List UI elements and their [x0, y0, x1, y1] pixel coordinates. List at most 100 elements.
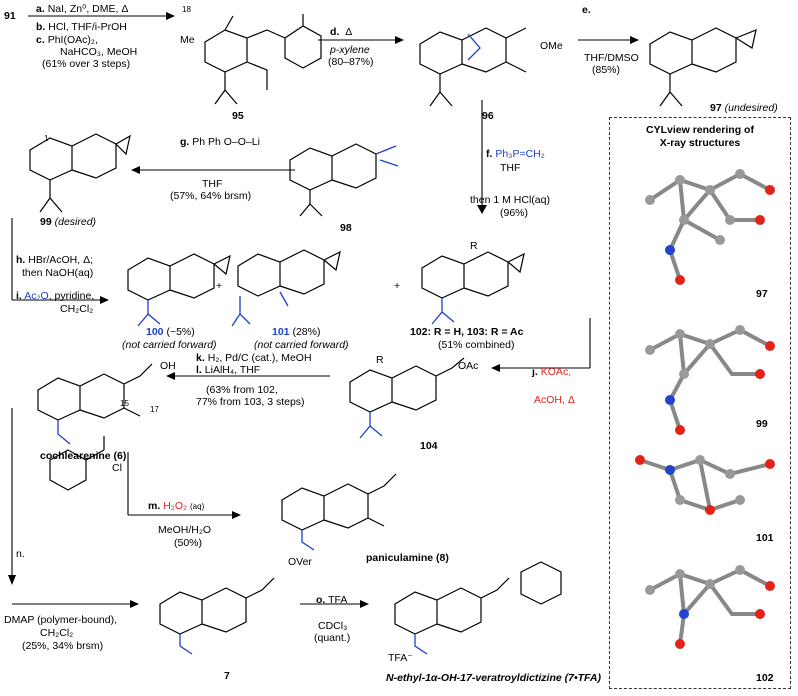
compound-100: 100 (~5%) [146, 326, 195, 338]
arrowhead-g [131, 166, 140, 174]
label-1-99: 1 [44, 134, 49, 143]
arrowhead-a [166, 12, 175, 20]
arrowhead-h [100, 296, 109, 304]
step-l-yield: (63% from 102, [206, 384, 278, 396]
structure-104 [349, 357, 465, 439]
compound-7tfa: N-ethyl-1α-OH-17-veratroyldictizine (7•T… [386, 672, 601, 684]
structure-102 [421, 251, 525, 325]
arrowhead-j [491, 364, 500, 372]
xray-title-2: X-ray structures [659, 137, 741, 149]
structure-cochlearenine [37, 363, 153, 445]
step-f-acid: then 1 M HCl(aq) [470, 194, 550, 206]
label-me-95: Me [180, 34, 195, 46]
arrowhead-n [130, 600, 139, 608]
step-f-yield: (96%) [500, 207, 529, 219]
compound-101: 101 (28%) [272, 326, 321, 338]
label-15: 15 [120, 399, 129, 408]
xray-99 [645, 325, 775, 435]
structure-paniculamine [281, 473, 397, 551]
arrowhead-kl [166, 372, 175, 380]
plus-2: + [394, 280, 401, 292]
compound-102-103: 102: R = H, 103: R = Ac [410, 326, 524, 338]
arrowhead-f [477, 205, 487, 214]
step-n-solvent: CH₂Cl₂ [40, 627, 74, 639]
step-m: m. H₂O₂ (aq) [148, 500, 205, 512]
label-cl: Cl [112, 462, 122, 474]
step-h-base: then NaOH(aq) [22, 267, 94, 279]
step-k: k. H₂, Pd/C (cat.), MeOH [196, 352, 312, 364]
structure-101 [231, 249, 341, 327]
compound-95: 95 [232, 110, 244, 122]
compound-104: 104 [420, 440, 438, 452]
step-l-yield2: 77% from 103, 3 steps) [196, 396, 305, 408]
structure-95 [204, 14, 322, 105]
step-a: a. NaI, Zn⁰, DME, Δ [36, 3, 129, 15]
xray-label-97: 97 [756, 288, 768, 300]
label-17: 17 [150, 405, 159, 414]
label-r-102: R [470, 240, 478, 252]
structure-98 [289, 143, 399, 217]
step-e-letter: e. [582, 4, 591, 16]
step-h: h. HBr/AcOH, Δ; [16, 254, 94, 266]
structure-100 [127, 253, 231, 327]
compound-102-note: (51% combined) [438, 339, 515, 351]
xray-label-101: 101 [756, 532, 774, 544]
step-c-line2: NaHCO₃, MeOH [60, 46, 138, 58]
xray-97 [645, 169, 775, 285]
xray-label-102: 102 [756, 672, 774, 684]
compound-7: 7 [224, 670, 230, 682]
label-oh-cochl: OH [160, 360, 176, 372]
arrowhead-n-start [8, 575, 16, 585]
step-f: f. Ph₃P=CH₂ [486, 148, 545, 160]
step-g-solvent: THF [202, 178, 223, 190]
label-tfa: TFA⁻ [388, 652, 413, 664]
arrowhead-e [630, 36, 639, 44]
compound-cochlearenine: cochlearenine (6) [40, 450, 127, 462]
compound-paniculamine: paniculamine (8) [366, 552, 449, 564]
step-c-yield: (61% over 3 steps) [42, 58, 131, 70]
compound-91: 91 [4, 10, 16, 22]
step-f-solvent: THF [500, 162, 521, 174]
step-l: l. LiAlH₄, THF [196, 364, 261, 376]
structure-99 [29, 133, 131, 213]
step-d: d. Δ [330, 26, 353, 38]
step-g-yield: (57%, 64% brsm) [170, 190, 252, 202]
compound-100-note: (not carried forward) [122, 339, 217, 351]
step-b: b. HCl, THF/i-PrOH [36, 21, 127, 33]
arrowhead-o [360, 600, 369, 608]
label-ome-96: OMe [540, 40, 563, 52]
step-c: c. PhI(OAc)₂, [36, 34, 98, 46]
step-e-solvent: THF/DMSO [584, 52, 639, 64]
step-e-yield: (85%) [592, 64, 621, 76]
step-j: j. KOAc, [532, 366, 572, 378]
compound-98: 98 [340, 222, 352, 234]
step-d-yield: (80–87%) [328, 56, 374, 68]
arrowhead-m [232, 511, 241, 519]
label-over: OVer [288, 556, 312, 568]
step-o-solvent: CDCl₃ [318, 620, 348, 632]
compound-96: 96 [482, 110, 494, 122]
step-m-yield: (50%) [174, 537, 203, 549]
plus-1: + [216, 280, 223, 292]
xray-panel [609, 117, 791, 689]
step-n-letter: n. [16, 548, 25, 560]
compound-97: 97 (undesired) [710, 102, 778, 114]
structure-96 [419, 27, 527, 107]
structure-veratroyl-chloride [49, 436, 105, 491]
step-m-solvent: MeOH/H₂O [158, 524, 212, 536]
step-o-yield: (quant.) [314, 632, 351, 644]
compound-99: 99 (desired) [40, 216, 97, 228]
label-oac: OAc [458, 360, 479, 372]
step-n: DMAP (polymer-bound), [4, 614, 118, 626]
step-d-solvent: p-xylene [330, 44, 370, 56]
step-g: g. Ph Ph O–O–Li [180, 136, 260, 148]
step-n-yield: (25%, 34% brsm) [22, 640, 104, 652]
label-18: 18 [182, 5, 191, 14]
xray-label-99: 99 [756, 418, 768, 430]
structure-7 [159, 577, 275, 655]
structure-97 [649, 27, 757, 107]
structure-7tfa [394, 561, 562, 655]
xray-title-1: CYLview rendering of [646, 124, 754, 136]
